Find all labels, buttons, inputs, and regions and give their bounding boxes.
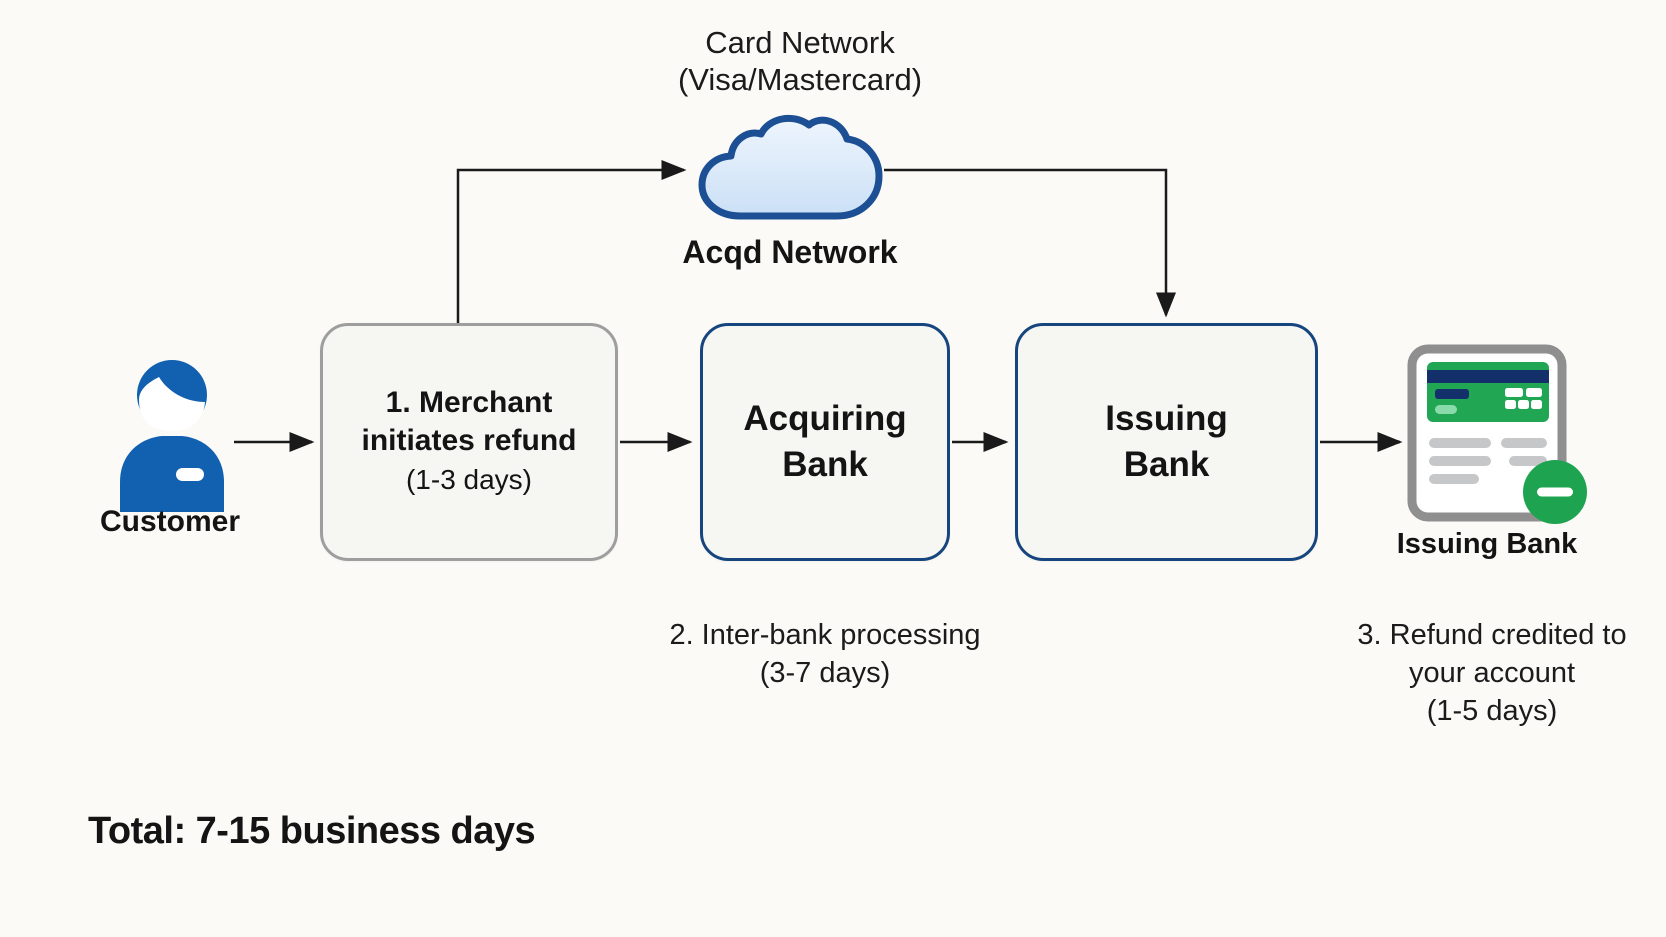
merchant-line1: 1. Merchant <box>385 386 553 419</box>
merchant-line2: initiates refund <box>361 424 577 457</box>
annotation-refund: 3. Refund credited to your account (1-5 … <box>1357 616 1626 730</box>
card-issuing-bank-label: Issuing Bank <box>1396 528 1578 560</box>
arrow-merchant-to-cloud <box>456 160 687 323</box>
credit-card-graphic <box>1427 362 1549 422</box>
issuing-line1: Issuing <box>1105 399 1228 438</box>
customer-badge <box>176 468 204 481</box>
card-network-title-line1: Card Network <box>705 25 895 60</box>
customer-face <box>139 377 205 431</box>
acquiring-line1: Acquiring <box>743 399 907 438</box>
annotation-refund-line3: (1-5 days) <box>1426 695 1558 727</box>
card-network-title: Card Network (Visa/Mastercard) <box>678 24 922 98</box>
acquiring-line2: Bank <box>782 445 868 484</box>
annotation-refund-line2: your account <box>1408 657 1576 689</box>
refund-card-icon <box>1407 344 1587 524</box>
node-issuing-bank: Issuing Bank <box>1015 323 1318 561</box>
refund-minus-badge <box>1523 460 1587 524</box>
cloud-label: Acqd Network <box>682 234 898 270</box>
statement-text-lines <box>1429 438 1547 484</box>
annotation-interbank-line2: (3-7 days) <box>759 657 891 689</box>
arrow-cloud-to-issuing <box>884 168 1176 318</box>
annotation-refund-line1: 3. Refund credited to <box>1357 619 1627 651</box>
node-merchant-refund: 1. Merchant initiates refund (1-3 days) <box>320 323 618 561</box>
total-duration-label: Total: 7-15 business days <box>88 810 536 852</box>
customer-icon <box>120 360 224 512</box>
card-network-cloud-icon <box>698 114 883 220</box>
card-network-title-line2: (Visa/Mastercard) <box>677 62 923 97</box>
merchant-line3: (1-3 days) <box>405 464 533 495</box>
annotation-interbank-line1: 2. Inter-bank processing <box>669 619 981 651</box>
annotation-interbank: 2. Inter-bank processing (3-7 days) <box>669 616 980 692</box>
issuing-line2: Bank <box>1123 445 1210 484</box>
node-acquiring-bank: Acquiring Bank <box>700 323 950 561</box>
customer-label: Customer <box>99 505 241 538</box>
